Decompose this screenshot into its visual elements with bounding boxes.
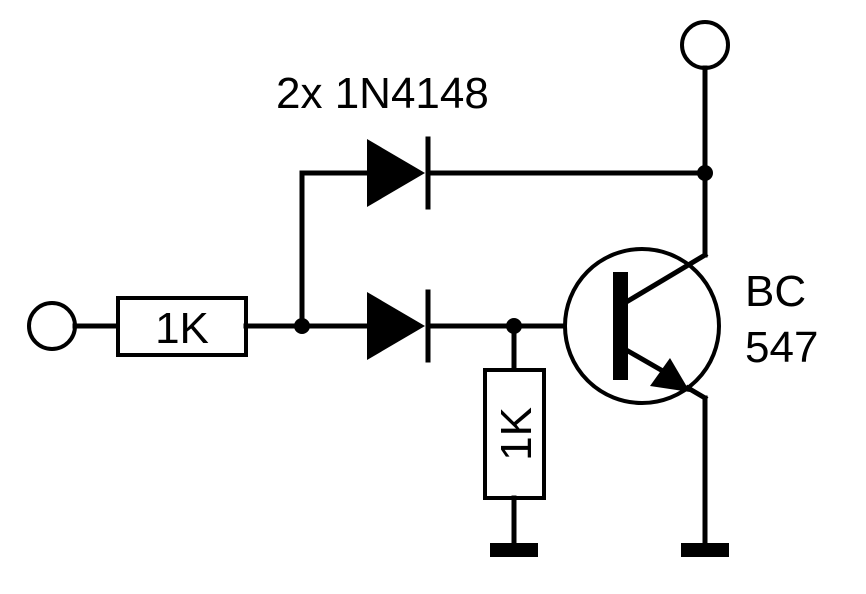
transistor-collector-lead: [624, 251, 709, 305]
lower-diode-triangle: [367, 292, 425, 360]
ground-symbol-shunt: [490, 543, 538, 557]
transistor-emitter-lead-end: [684, 384, 709, 402]
wire-upper-branch: [299, 170, 370, 329]
shunt-resistor-label: 1K: [492, 407, 541, 461]
transistor-label-line2: 547: [745, 323, 818, 372]
transistor-label-line1: BC: [745, 267, 806, 316]
upper-diode-triangle: [367, 139, 425, 207]
series-resistor-label: 1K: [155, 304, 209, 353]
emitter-arrow: [650, 358, 690, 392]
input-terminal: [27, 301, 77, 351]
ground-symbol-emitter: [681, 543, 729, 557]
supply-terminal: [680, 20, 730, 70]
transistor-body: [563, 247, 721, 405]
diode-label: 2x 1N4148: [276, 69, 489, 118]
